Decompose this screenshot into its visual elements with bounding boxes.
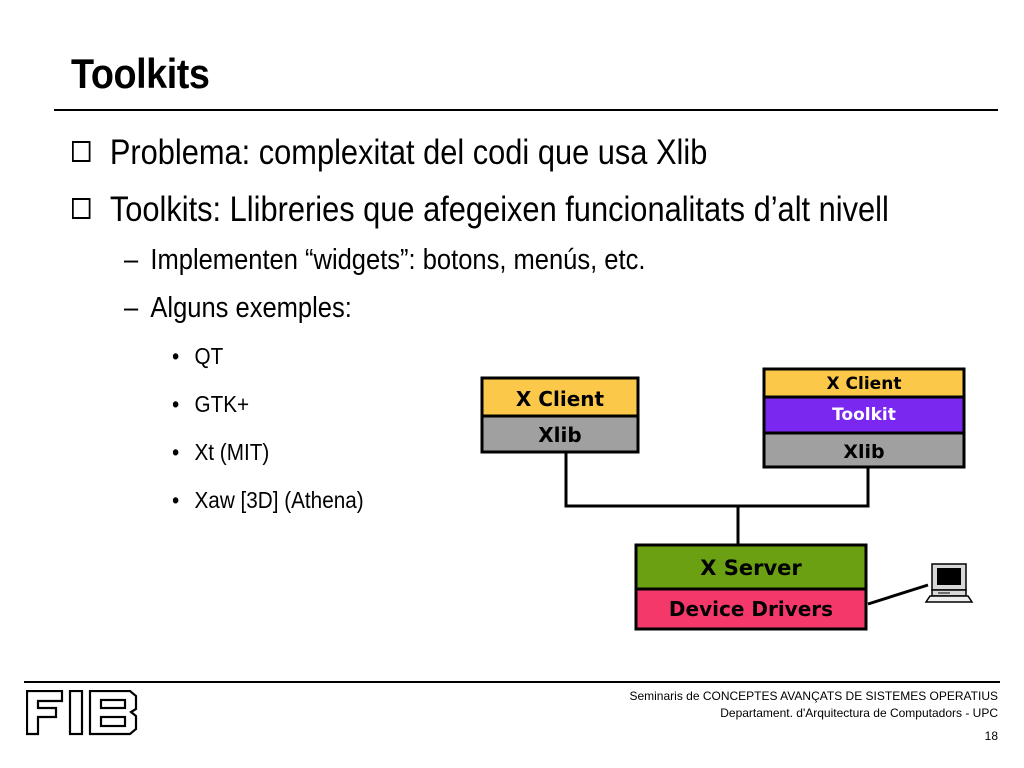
example-text: Xaw [3D] (Athena) [194, 487, 364, 513]
client-b-stack: X Client Toolkit Xlib [762, 367, 966, 469]
example-item: • Xt (MIT) [172, 439, 269, 466]
dot-bullet-icon: • [172, 487, 180, 513]
dot-bullet-icon: • [172, 439, 180, 465]
example-text: Xt (MIT) [194, 439, 270, 465]
client-b-xlib-label: Xlib [843, 441, 884, 463]
bullet-item: Toolkits: Llibreries que afegeixen funci… [72, 190, 889, 230]
sub-bullet-item: –Implementen “widgets”: botons, menús, e… [124, 244, 645, 277]
square-bullet-icon [72, 141, 91, 163]
device-drivers-label: Device Drivers [669, 597, 833, 621]
device-drivers-box [634, 587, 868, 631]
bullet-item: Problema: complexitat del codi que usa X… [72, 133, 707, 173]
client-b-xlib-box [762, 431, 966, 469]
slide-title: Toolkits [71, 50, 210, 97]
client-b-toolkit-label: Toolkit [832, 405, 896, 425]
square-bullet-icon [72, 198, 91, 220]
footer-department: Departament. d'Arquitectura de Computado… [720, 706, 998, 720]
fib-logo [26, 690, 138, 736]
client-b-x-client-label: X Client [827, 374, 902, 394]
dash-bullet-icon: – [124, 244, 139, 276]
client-a-xlib-box [480, 414, 640, 454]
example-text: QT [194, 343, 224, 369]
x-server-box [634, 543, 868, 591]
client-a-xlib-label: Xlib [538, 423, 581, 447]
title-divider [54, 109, 998, 111]
bullet-text: Problema: complexitat del codi que usa X… [109, 133, 708, 172]
bullet-text: Toolkits: Llibreries que afegeixen funci… [109, 190, 889, 229]
footer-divider [24, 681, 1000, 683]
sub-bullet-text: Alguns exemples: [150, 292, 352, 324]
sub-bullet-text: Implementen “widgets”: botons, menús, et… [150, 244, 646, 276]
example-item: • Xaw [3D] (Athena) [172, 487, 364, 514]
example-text: GTK+ [194, 391, 250, 417]
dot-bullet-icon: • [172, 391, 180, 417]
example-item: • GTK+ [172, 391, 249, 418]
x-server-label: X Server [700, 556, 802, 580]
example-item: • QT [172, 343, 223, 370]
cable-line [867, 583, 929, 606]
client-a-stack: X Client Xlib [480, 376, 640, 454]
dash-bullet-icon: – [124, 292, 139, 324]
computer-icon [924, 563, 974, 603]
sub-bullet-item: –Alguns exemples: [124, 292, 352, 325]
client-a-x-client-label: X Client [516, 387, 605, 411]
page-number: 18 [984, 729, 998, 743]
connector-lines [564, 452, 870, 545]
dot-bullet-icon: • [172, 343, 180, 369]
footer-course-title: Seminaris de CONCEPTES AVANÇATS DE SISTE… [629, 689, 998, 703]
x-server-stack: X Server Device Drivers [634, 543, 868, 631]
